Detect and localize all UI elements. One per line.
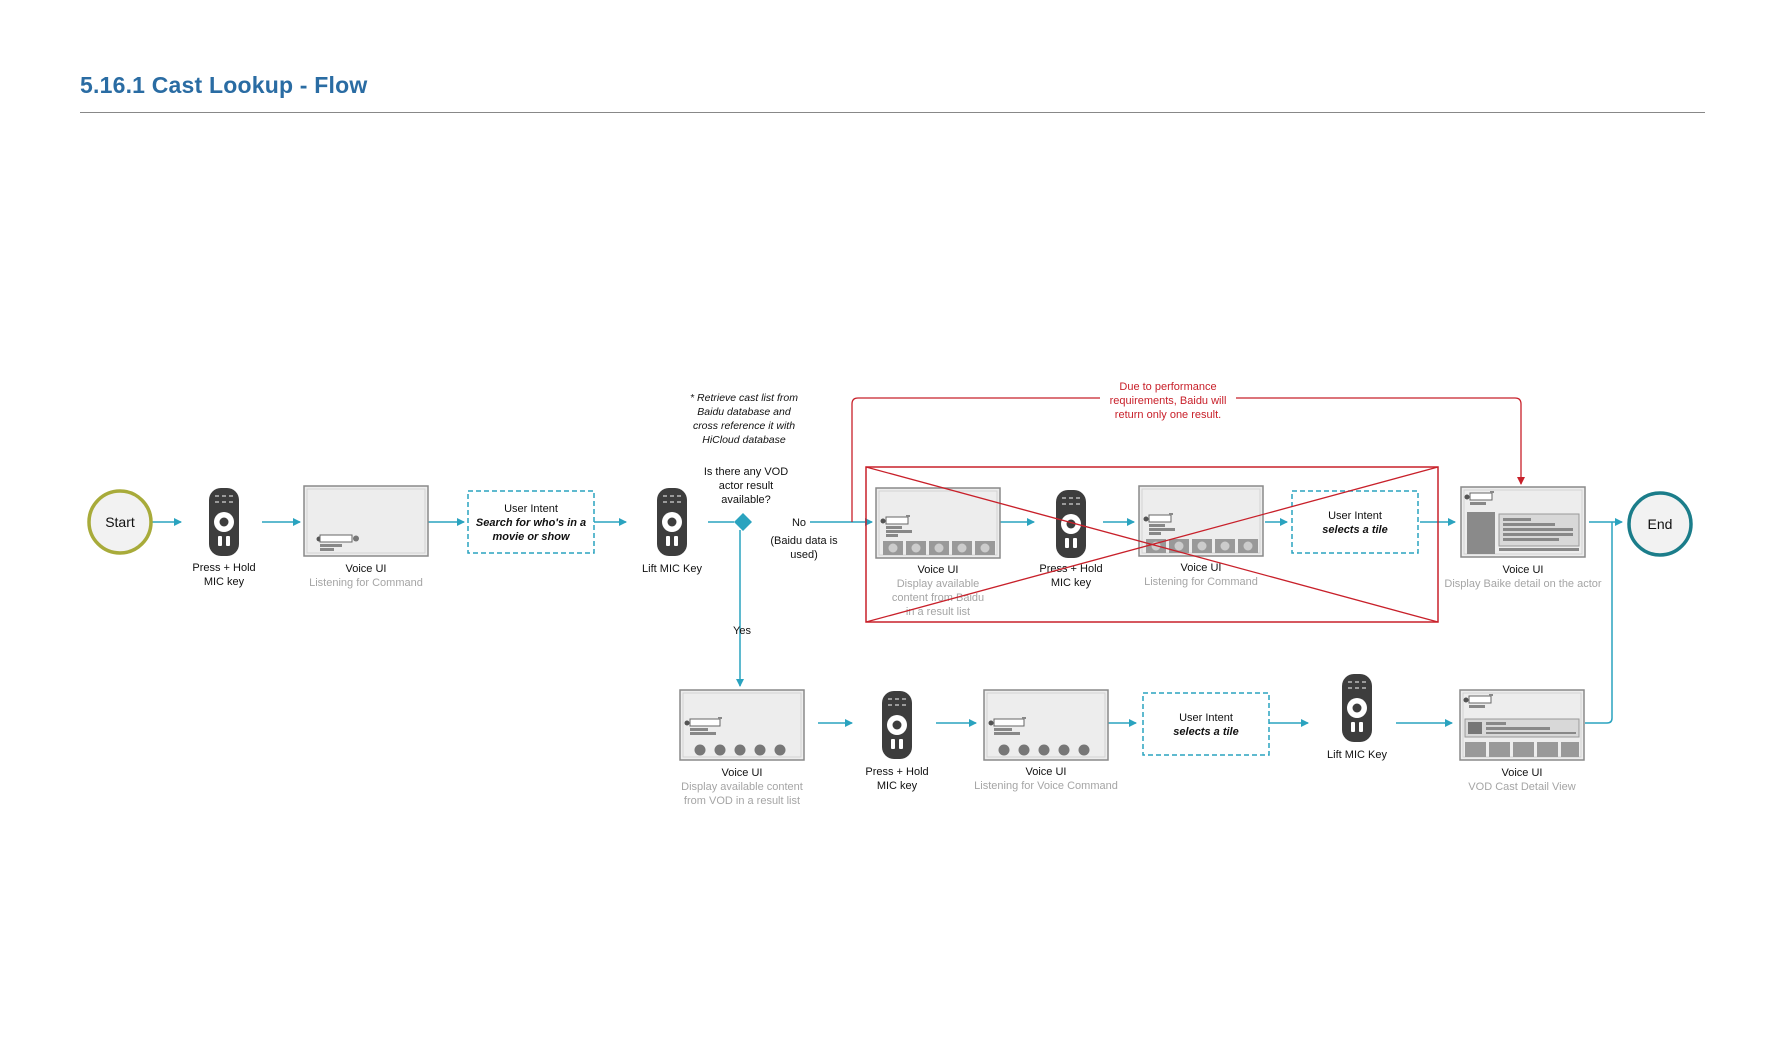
- user-intent-search: User Intent Search for who's in a movie …: [467, 490, 595, 554]
- screen-title: Voice UI: [346, 563, 387, 575]
- start-node: Start: [87, 489, 153, 555]
- remote-label: Press + Hold: [192, 562, 255, 574]
- intent-text: movie or show: [492, 531, 570, 543]
- screen-title: Voice UI: [1026, 766, 1067, 778]
- screen-caption: in a result list: [906, 606, 970, 618]
- screen-title: Voice UI: [1181, 562, 1222, 574]
- performance-note: Due to performance requirements, Baidu w…: [1110, 381, 1227, 421]
- remote-icon: [657, 488, 687, 556]
- note-text: requirements, Baidu will: [1110, 395, 1227, 407]
- voice-ui-vod-cast-detail: Voice UI VOD Cast Detail View: [1459, 689, 1585, 793]
- screen-title: Voice UI: [1503, 564, 1544, 576]
- remote-label: Lift MIC Key: [1327, 749, 1387, 761]
- remote-press-hold-1: Press + Hold MIC key: [192, 488, 256, 588]
- user-intent-select-tile-1: User Intent selects a tile: [1291, 490, 1419, 554]
- screen-caption: from VOD in a result list: [684, 795, 800, 807]
- screen-title: Voice UI: [1502, 767, 1543, 779]
- page-title: 5.16.1 Cast Lookup - Flow: [80, 72, 368, 98]
- note-text: return only one result.: [1115, 409, 1221, 421]
- intent-label: User Intent: [1328, 510, 1382, 522]
- screen-caption: VOD Cast Detail View: [1468, 781, 1575, 793]
- voice-ui-listening-screen: Voice UI Listening for Command: [303, 485, 429, 589]
- remote-press-hold-2: Press + Hold MIC key: [1039, 490, 1103, 589]
- screen-caption: content from Baidu: [892, 592, 984, 604]
- title-divider: [80, 112, 1705, 113]
- end-label: End: [1648, 516, 1673, 532]
- perf-path-left: [851, 397, 1100, 522]
- intent-text: selects a tile: [1173, 726, 1238, 738]
- note-text: Baidu database and: [697, 406, 792, 418]
- remote-icon: [1056, 490, 1086, 558]
- voice-ui-baidu-listening: Voice UI Listening for Command: [1138, 485, 1264, 588]
- note-text: cross reference it with: [693, 420, 795, 432]
- decision-question: actor result: [719, 480, 773, 492]
- remote-icon: [1342, 674, 1372, 742]
- voice-ui-baike-detail: Voice UI Display Baike detail on the act…: [1444, 486, 1602, 590]
- remote-label: Lift MIC Key: [642, 563, 702, 575]
- remote-icon: [209, 488, 239, 556]
- screen-caption: Listening for Command: [309, 577, 423, 589]
- screen-title: Voice UI: [918, 564, 959, 576]
- remote-label: Press + Hold: [1039, 563, 1102, 575]
- start-label: Start: [105, 514, 135, 530]
- note-text: HiCloud database: [702, 434, 786, 446]
- flow-connectors: [151, 518, 1623, 727]
- remote-label: MIC key: [204, 576, 245, 588]
- retrieve-note: * Retrieve cast list from Baidu database…: [690, 392, 798, 446]
- decision-vod-result: Is there any VOD actor result available?…: [704, 466, 838, 637]
- remote-icon: [882, 691, 912, 759]
- remote-lift-2: Lift MIC Key: [1327, 674, 1387, 761]
- deprecated-crossout: [865, 466, 1439, 623]
- decision-diamond: [734, 513, 752, 531]
- decision-question: available?: [721, 494, 771, 506]
- screen-caption: Display Baike detail on the actor: [1444, 578, 1601, 590]
- remote-lift-1: Lift MIC Key: [642, 488, 702, 575]
- intent-text: selects a tile: [1322, 524, 1387, 536]
- intent-label: User Intent: [504, 503, 558, 515]
- screen-caption: Listening for Command: [1144, 576, 1258, 588]
- intent-text: Search for who's in a: [476, 517, 586, 529]
- note-text: * Retrieve cast list from: [690, 392, 798, 404]
- yes-branch-label: Yes: [733, 625, 751, 637]
- screen-caption: Display available: [897, 578, 980, 590]
- voice-ui-baidu-results: Voice UI Display available content from …: [875, 487, 1001, 618]
- voice-ui-vod-listening: Voice UI Listening for Voice Command: [974, 689, 1118, 792]
- remote-label: MIC key: [1051, 577, 1092, 589]
- voice-ui-vod-results: Voice UI Display available content from …: [679, 689, 805, 807]
- no-branch-note: used): [790, 549, 818, 561]
- decision-question: Is there any VOD: [704, 466, 788, 478]
- intent-label: User Intent: [1179, 712, 1233, 724]
- screen-caption: Listening for Voice Command: [974, 780, 1118, 792]
- end-node: End: [1627, 491, 1693, 557]
- remote-label: MIC key: [877, 780, 918, 792]
- no-branch-note: (Baidu data is: [770, 535, 838, 547]
- screen-title: Voice UI: [722, 767, 763, 779]
- user-intent-select-tile-2: User Intent selects a tile: [1142, 692, 1270, 756]
- remote-press-hold-3: Press + Hold MIC key: [865, 691, 929, 792]
- perf-path-right: [1236, 397, 1525, 485]
- no-branch-label: No: [792, 517, 806, 529]
- screen-caption: Display available content: [681, 781, 803, 793]
- remote-label: Press + Hold: [865, 766, 928, 778]
- note-text: Due to performance: [1119, 381, 1216, 393]
